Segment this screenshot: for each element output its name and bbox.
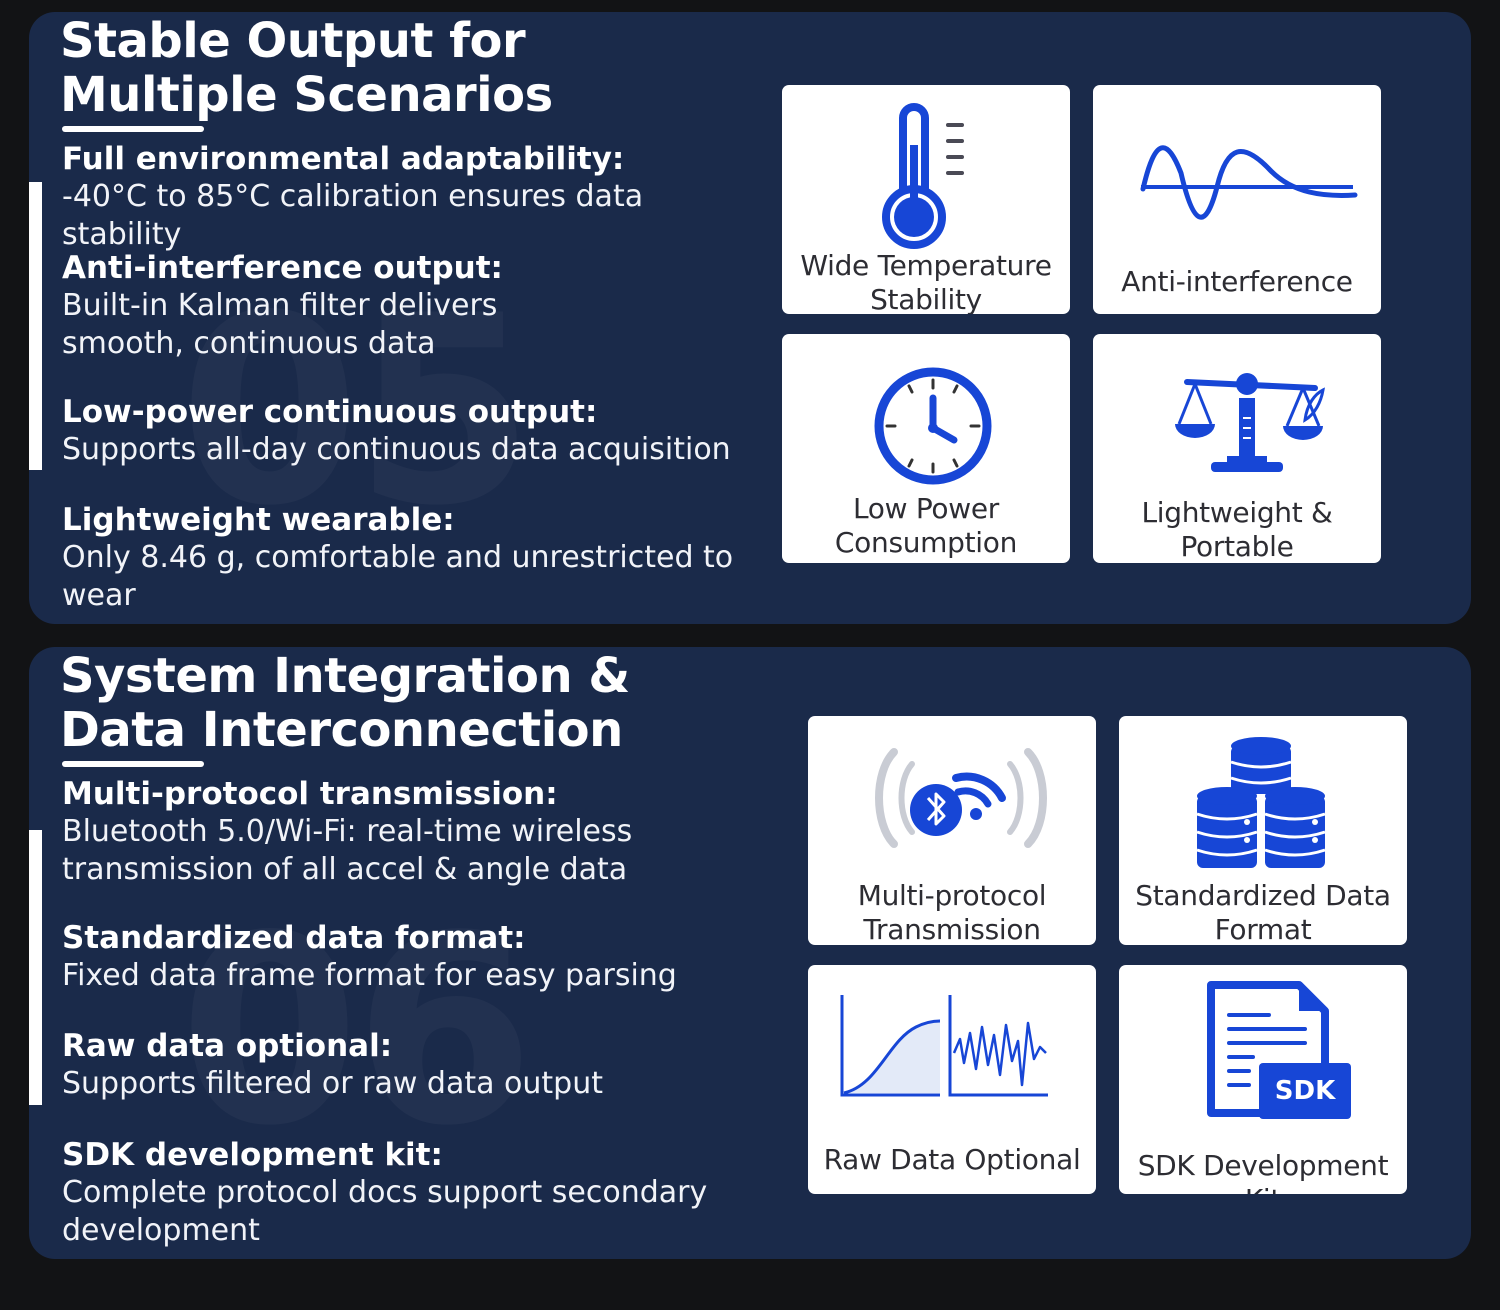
feature-item: Raw data optional: Supports filtered or … [62,1027,603,1103]
thermometer-icon [882,103,964,249]
card-label: Lightweight & Portable [1141,496,1333,563]
sdk-document-icon [1207,981,1351,1119]
card-label: Standardized Data Format [1135,879,1391,945]
feature-heading: Anti-interference output: [62,250,503,286]
feature-item: Standardized data format: Fixed data fra… [62,919,677,995]
feature-card: Low Power Consumption [782,334,1070,563]
feature-card: SDK SDK Development Kit [1119,965,1407,1194]
title-line: Multiple Scenarios [60,67,553,123]
feature-heading: Low-power continuous output: [62,394,598,430]
card-label: SDK Development Kit [1137,1149,1389,1194]
feature-description: Supports filtered or raw data output [62,1066,603,1101]
feature-heading: Multi-protocol transmission: [62,776,558,812]
feature-card: Lightweight & Portable [1093,334,1381,563]
raw-data-chart-icon [840,995,1048,1097]
feature-description: Only 8.46 g, comfortable and unrestricte… [62,540,734,613]
card-label: Wide Temperature Stability [800,249,1052,314]
feature-item: Low-power continuous output: Supports al… [62,393,731,469]
feature-heading: Lightweight wearable: [62,502,455,538]
feature-heading: Full environmental adaptability: [62,141,625,177]
card-label: Low Power Consumption [834,492,1018,559]
feature-item: Multi-protocol transmission: Bluetooth 5… [62,775,662,889]
title-line: Data Interconnection [60,702,623,758]
clock-icon [874,367,992,485]
feature-description: Complete protocol docs support secondary… [62,1175,708,1248]
feature-description: Bluetooth 5.0/Wi-Fi: real-time wireless … [62,814,633,887]
feature-item: Anti-interference output: Built-in Kalma… [62,249,622,363]
feature-heading: Standardized data format: [62,920,526,956]
feature-description: Built-in Kalman filter delivers smooth, … [62,288,498,361]
card-label: Raw Data Optional [823,1143,1081,1176]
section-title: System Integration & Data Interconnectio… [60,649,630,757]
title-underline [62,761,204,767]
database-icon [1196,737,1326,868]
feature-item: Full environmental adaptability: -40°C t… [62,140,762,254]
bluetooth-wifi-icon [875,748,1047,848]
section-title: Stable Output for Multiple Scenarios [60,14,553,122]
scale-icon [1175,373,1325,472]
feature-card: Raw Data Optional [808,965,1096,1194]
sdk-badge: SDK [1274,1076,1336,1106]
feature-item: SDK development kit: Complete protocol d… [62,1136,742,1250]
system-integration-section: 06 System Integration & Data Interconnec… [29,647,1471,1259]
feature-heading: SDK development kit: [62,1137,443,1173]
feature-description: Supports all-day continuous data acquisi… [62,432,731,467]
feature-item: Lightweight wearable: Only 8.46 g, comfo… [62,501,762,615]
accent-bar [29,182,42,470]
feature-card: Multi-protocol Transmission [808,716,1096,945]
feature-card: Standardized Data Format [1119,716,1407,945]
feature-card: Anti-interference [1093,85,1381,314]
feature-card: Wide Temperature Stability [782,85,1070,314]
title-underline [62,126,204,132]
stable-output-section: 05 Stable Output for Multiple Scenarios … [29,12,1471,624]
title-line: Stable Output for [60,13,526,69]
card-label: Anti-interference [1121,265,1353,298]
title-line: System Integration & [60,648,630,704]
feature-heading: Raw data optional: [62,1028,393,1064]
waveform-icon [1140,145,1358,220]
accent-bar [29,830,42,1105]
feature-description: -40°C to 85°C calibration ensures data s… [62,179,644,252]
card-label: Multi-protocol Transmission [857,879,1047,945]
feature-description: Fixed data frame format for easy parsing [62,958,677,993]
